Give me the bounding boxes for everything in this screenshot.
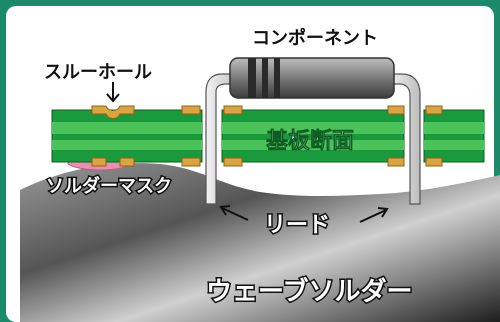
through-hole-arrow	[106, 82, 120, 103]
wave-solder-shape	[20, 163, 500, 322]
board-section-label: 基板断面	[266, 128, 354, 154]
lead-arrow-right	[359, 207, 389, 223]
copper-pads	[91, 105, 443, 167]
lead-arrow-left	[219, 205, 249, 221]
solder-mask-label: ソルダーマスク	[46, 175, 172, 197]
board-cross-section	[51, 109, 485, 163]
component-label: コンポーネント	[252, 27, 378, 49]
through-hole-label: スルーホール	[44, 62, 152, 83]
lead-label: リード	[264, 213, 330, 238]
component-body	[229, 57, 395, 99]
wave-solder-label: ウェーブソルダー	[206, 276, 412, 307]
component-leads	[205, 73, 421, 205]
